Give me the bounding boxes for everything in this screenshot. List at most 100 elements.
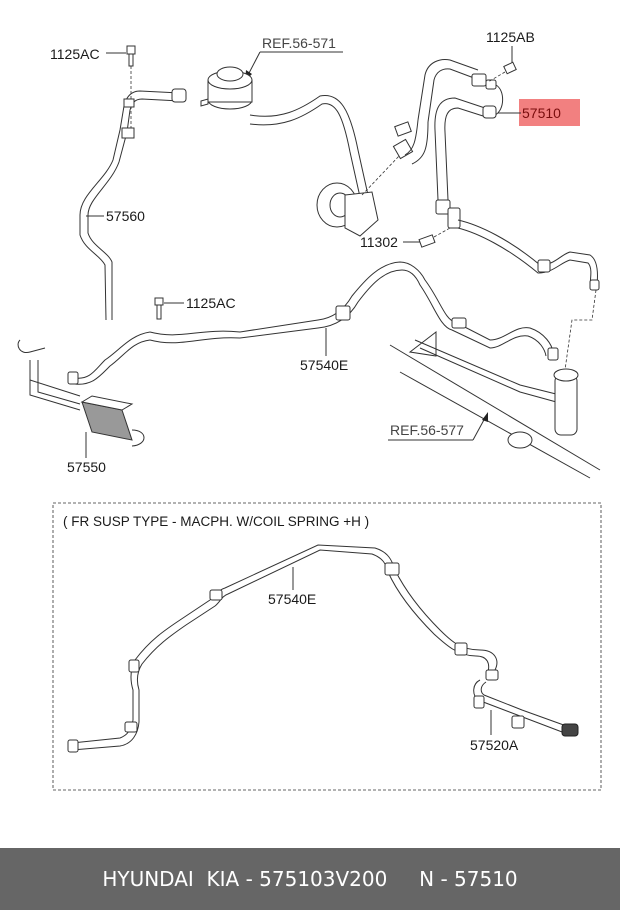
- inset-pipe-57540e: [71, 544, 498, 744]
- label-57560: 57560: [106, 208, 145, 224]
- bolt-shank: [156, 304, 162, 320]
- inset-tube-fitting: [561, 723, 579, 737]
- inset-label-57540e: 57540E: [268, 591, 316, 607]
- bolt-head: [503, 61, 517, 75]
- label-57540e: 57540E: [300, 357, 348, 373]
- hose-clamp: [435, 199, 451, 215]
- cooler-pipe: [29, 379, 81, 397]
- cooler-loop: [17, 339, 46, 354]
- pump-fitting: [392, 138, 414, 160]
- pump-body: [344, 191, 379, 237]
- label-57510: 57510: [522, 105, 561, 121]
- reservoir: REF.56-571: [200, 35, 343, 110]
- label-ref-56-577: REF.56-577: [390, 422, 464, 438]
- hose-end: [67, 371, 79, 385]
- label-1125ac-mid: 1125AC: [186, 295, 236, 311]
- inset-clip: [128, 659, 140, 673]
- inset-bracket: [473, 695, 485, 709]
- cooler-pipe: [29, 360, 81, 411]
- hose-connector: [171, 88, 187, 103]
- gear-valve-body: [554, 374, 578, 436]
- dashed-connection: [564, 289, 597, 371]
- hose-loop: [494, 84, 504, 116]
- ref-leader: [247, 51, 261, 76]
- inset-clip: [209, 589, 223, 601]
- pipe-fitting: [451, 317, 467, 329]
- gear-pipe: [419, 347, 561, 404]
- cooler-pipe: [37, 360, 81, 405]
- footer-bar: HYUNDAI KIA - 575103V200 N - 57510: [0, 848, 620, 910]
- inset-tube-57520a-inner: [480, 681, 573, 729]
- highlight-box: [519, 99, 580, 126]
- hose-clip: [121, 127, 135, 139]
- hose-lower-outer: [434, 97, 486, 201]
- inset-hose-end: [485, 669, 499, 681]
- pressure-hose-57510: 57510: [404, 59, 580, 229]
- hose-57560: 57560: [79, 88, 187, 321]
- hose-upper-inner: [427, 68, 475, 123]
- dashed-axis: [487, 71, 506, 83]
- inset-pipe-57540e-inner: [71, 549, 490, 751]
- pipe-main-outer: [149, 261, 554, 353]
- inset-clip: [454, 642, 468, 656]
- parts-diagram: 1125AC REF.56-571 57560: [17, 29, 602, 791]
- gear-pipe: [414, 339, 561, 396]
- label-ref-56-571: REF.56-571: [262, 35, 336, 51]
- inset-variant: ( FR SUSP TYPE - MACPH. W/COIL SPRING +H…: [52, 502, 602, 791]
- hose-reservoir-to-pump-inner: [249, 103, 361, 198]
- hose-upper-bend-inner: [411, 121, 429, 165]
- hose-bracket: [447, 207, 461, 229]
- hose-fitting: [485, 79, 497, 90]
- ref-leader: [472, 417, 486, 441]
- dashed-axis: [433, 227, 451, 238]
- inset-bracket: [511, 715, 525, 729]
- dashed-axis: [361, 154, 401, 196]
- hose-clip: [123, 98, 135, 108]
- cooler-top: [80, 395, 134, 411]
- inset-pipe-end: [67, 739, 79, 753]
- hose-upper-bend: [404, 119, 419, 156]
- cooler-return-hose: [74, 331, 151, 379]
- bolt-shank: [128, 53, 134, 67]
- ref-arrow: [482, 412, 488, 422]
- pump-fitting: [394, 121, 412, 137]
- pipe-bracket: [335, 305, 351, 321]
- bolt-head: [126, 45, 136, 55]
- line-return-right: [457, 219, 598, 286]
- bolt-body: [418, 234, 436, 248]
- inset-clip: [124, 721, 138, 733]
- inset-clip: [384, 562, 400, 576]
- steering-gear: REF.56-577: [388, 330, 601, 479]
- inset-border: [52, 502, 602, 791]
- reservoir-cap: [216, 66, 244, 82]
- gear-mount: [507, 431, 533, 449]
- reservoir-outlet: [200, 98, 209, 107]
- oil-cooler-57550: 57550: [17, 331, 151, 475]
- line-fitting: [589, 279, 600, 291]
- gear-housing-line: [389, 344, 601, 471]
- gear-valve-top: [553, 368, 579, 382]
- power-steering-pump: [316, 121, 414, 237]
- cooler-return-hose-inner: [74, 339, 151, 385]
- hose-57560-outer: [79, 90, 181, 321]
- hose-fitting-57510: [482, 105, 497, 119]
- gear-housing-line: [399, 371, 591, 479]
- inset-condition-text: ( FR SUSP TYPE - MACPH. W/COIL SPRING +H…: [63, 514, 369, 529]
- footer-part-info: HYUNDAI KIA - 575103V200 N - 57510: [102, 867, 518, 891]
- inset-label-57520a: 57520A: [470, 737, 519, 753]
- gear-bracket: [408, 330, 437, 357]
- bolt-1125ac-top: 1125AC: [50, 45, 136, 130]
- bolt-11302: 11302: [360, 227, 451, 250]
- hose-reservoir-to-pump: [249, 94, 369, 196]
- pipe-main-inner: [149, 269, 547, 357]
- hose-upper-outer: [417, 59, 479, 121]
- label-11302: 11302: [360, 234, 398, 250]
- line-fitting: [537, 259, 551, 273]
- bolt-head: [154, 297, 164, 306]
- label-1125ab: 1125AB: [486, 29, 535, 45]
- bolt-1125ab: 1125AB: [486, 29, 535, 83]
- pipe-end-fitting: [547, 347, 559, 361]
- label-57550: 57550: [67, 459, 106, 475]
- bolt-1125ac-mid: 1125AC: [154, 295, 236, 320]
- label-1125ac-top: 1125AC: [50, 46, 100, 62]
